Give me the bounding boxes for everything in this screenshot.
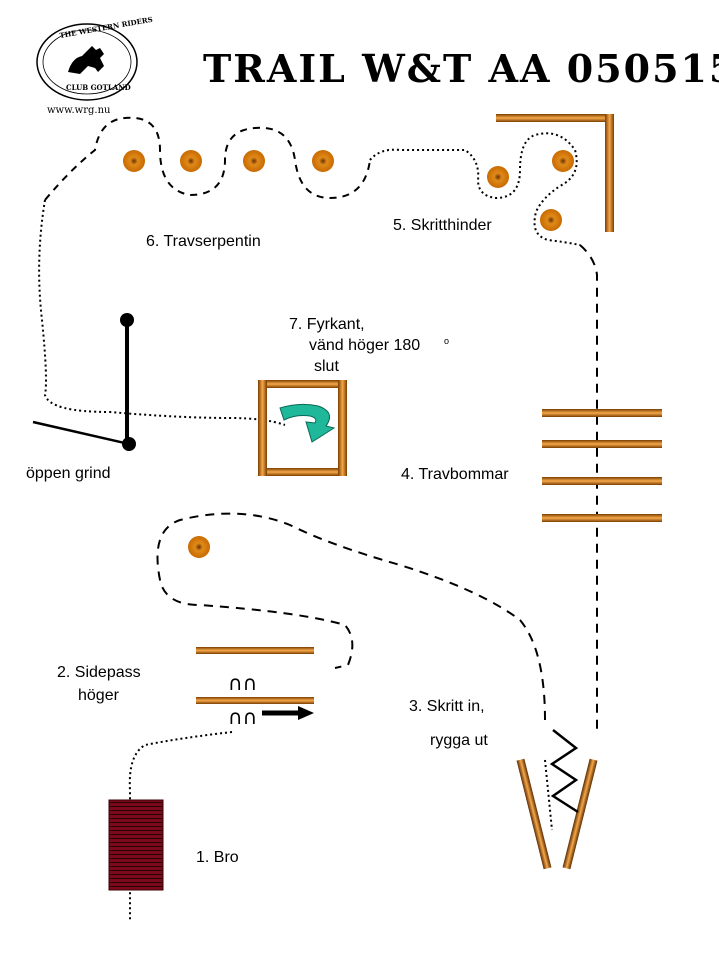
label-fyrkant: 7. Fyrkant,	[289, 316, 365, 333]
label-gate: öppen grind	[26, 465, 111, 482]
trot-pole	[542, 477, 662, 485]
label-skritt-in: 3. Skritt in,	[409, 698, 485, 715]
page-title: TRAIL W&T AA 050515	[203, 46, 719, 91]
turn-arrow-icon	[279, 403, 336, 443]
label-bro: 1. Bro	[196, 849, 239, 866]
arrow-right-icon	[298, 706, 314, 720]
logo-bottom-text: CLUB GOTLAND	[66, 83, 131, 92]
route-dashed-serpentine	[44, 116, 371, 201]
fyrkant-box	[258, 380, 347, 476]
cone-marker	[243, 150, 265, 172]
horse-rider-icon	[68, 46, 104, 74]
route-dashed-lower	[156, 512, 546, 721]
skritthinder-obstacle	[487, 114, 614, 232]
route-dashed-right	[579, 244, 598, 730]
trot-poles	[542, 409, 662, 522]
trot-pole	[542, 409, 662, 417]
label-skritthinder: 5. Skritthinder	[393, 217, 492, 234]
serpentine-cones	[123, 150, 334, 172]
hoofprints-icon: ∩∩	[228, 705, 257, 729]
label-travserpentin: 6. Travserpentin	[146, 233, 261, 250]
zigzag-backup-icon	[549, 729, 579, 814]
trot-pole	[542, 514, 662, 522]
label-rygga-ut: rygga ut	[430, 732, 488, 749]
club-logo: THE WESTERN RIDERS CLUB GOTLAND	[36, 15, 153, 101]
label-vand-hoger: vänd höger 180	[309, 337, 420, 354]
cone-marker	[180, 150, 202, 172]
label-hoger: höger	[78, 687, 120, 704]
cone-marker	[188, 536, 210, 558]
open-gate	[32, 313, 136, 451]
cone-marker	[123, 150, 145, 172]
cone-marker	[552, 150, 574, 172]
cone-marker	[312, 150, 334, 172]
label-sidepass: 2. Sidepass	[57, 664, 141, 681]
trot-pole	[542, 440, 662, 448]
hoofprints-icon: ∩∩	[228, 671, 257, 695]
club-url: www.wrg.nu	[47, 105, 111, 116]
cone-marker	[540, 209, 562, 231]
bridge-obstacle	[108, 799, 164, 891]
sidepass-obstacle: ∩∩ ∩∩	[196, 647, 314, 729]
route-dotted-left	[38, 199, 286, 426]
backup-chute	[516, 729, 598, 870]
label-slut: slut	[314, 358, 339, 375]
label-travbommar: 4. Travbommar	[401, 466, 509, 483]
cone-marker	[487, 166, 509, 188]
label-degree: o	[444, 336, 449, 346]
